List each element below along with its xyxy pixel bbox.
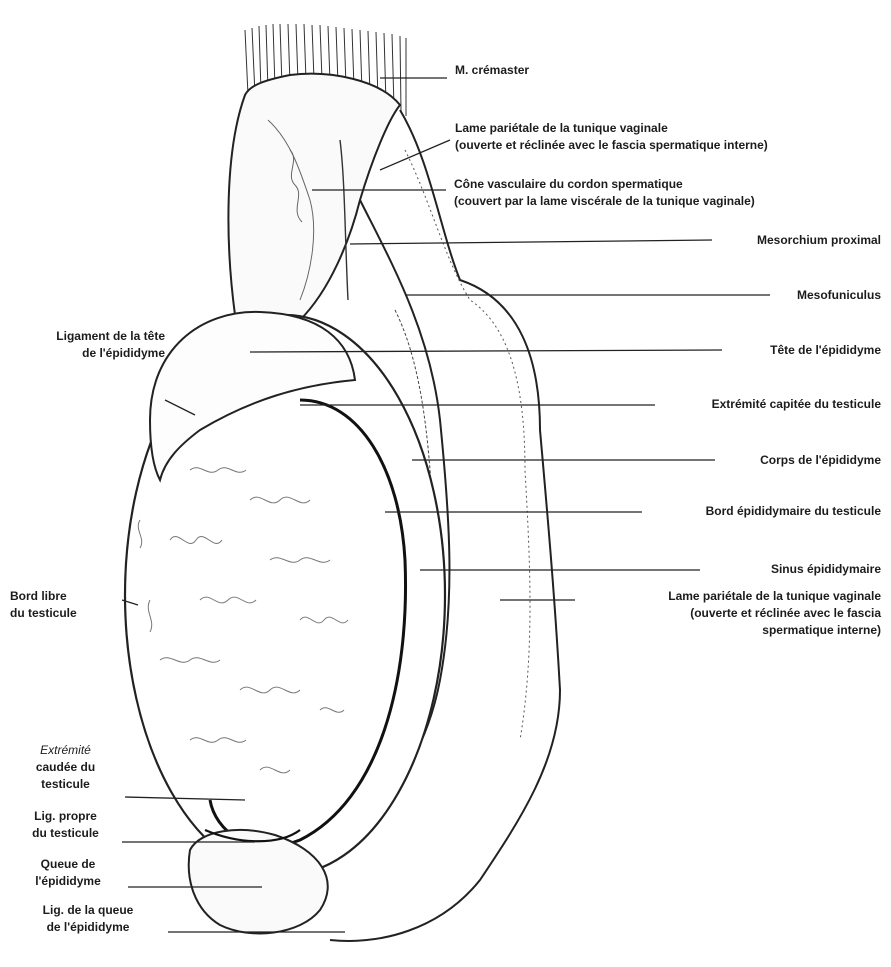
label-lig-queue: Lig. de la queue de l'épididyme	[8, 902, 168, 936]
label-bord-libre: Bord libre du testicule	[10, 588, 77, 622]
label-lig-propre-line2: du testicule	[8, 825, 123, 842]
label-bord-epididymaire: Bord épididymaire du testicule	[706, 503, 881, 520]
label-lig-propre-line1: Lig. propre	[8, 808, 123, 825]
label-bord-libre-line1: Bord libre	[10, 588, 77, 605]
label-cone-vasculaire-line2: (couvert par la lame viscérale de la tun…	[454, 193, 755, 210]
label-lame-parietale-bottom-line2: (ouverte et réclinée avec le fascia	[668, 605, 881, 622]
label-sinus-epididymaire: Sinus épididymaire	[771, 561, 881, 578]
label-extremite-capitee: Extrémité capitée du testicule	[712, 396, 881, 413]
label-lig-propre: Lig. propre du testicule	[8, 808, 123, 842]
label-queue: Queue de l'épididyme	[8, 856, 128, 890]
label-ligament-tete-line2: de l'épididyme	[10, 345, 165, 362]
label-tete-epididyme: Tête de l'épididyme	[770, 342, 881, 359]
spermatic-cord-outline	[228, 74, 400, 320]
label-lig-queue-line2: de l'épididyme	[8, 919, 168, 936]
label-extremite-caudee: Extrémité caudée du testicule	[8, 742, 123, 793]
label-ligament-tete: Ligament de la tête de l'épididyme	[10, 328, 165, 362]
label-cremaster: M. crémaster	[455, 62, 529, 79]
label-ligament-tete-line1: Ligament de la tête	[10, 328, 165, 345]
label-bord-libre-line2: du testicule	[10, 605, 77, 622]
label-queue-line2: l'épididyme	[8, 873, 128, 890]
label-extremite-caudee-line3: testicule	[8, 776, 123, 793]
label-lig-queue-line1: Lig. de la queue	[8, 902, 168, 919]
label-mesorchium: Mesorchium proximal	[757, 232, 881, 249]
label-extremite-caudee-line1: Extrémité	[8, 742, 123, 759]
label-lame-parietale-top: Lame pariétale de la tunique vaginale (o…	[455, 120, 768, 154]
label-extremite-caudee-line2: caudée du	[8, 759, 123, 776]
label-queue-line1: Queue de	[8, 856, 128, 873]
label-lame-parietale-top-line1: Lame pariétale de la tunique vaginale	[455, 120, 768, 137]
label-mesofuniculus: Mesofuniculus	[797, 287, 881, 304]
label-lame-parietale-bottom-line1: Lame pariétale de la tunique vaginale	[668, 588, 881, 605]
label-cone-vasculaire: Cône vasculaire du cordon spermatique (c…	[454, 176, 755, 210]
label-lame-parietale-bottom-line3: spermatique interne)	[668, 622, 881, 639]
label-lame-parietale-top-line2: (ouverte et réclinée avec le fascia sper…	[455, 137, 768, 154]
label-lame-parietale-bottom: Lame pariétale de la tunique vaginale (o…	[668, 588, 881, 639]
label-cone-vasculaire-line1: Cône vasculaire du cordon spermatique	[454, 176, 755, 193]
label-corps-epididyme: Corps de l'épididyme	[760, 452, 881, 469]
